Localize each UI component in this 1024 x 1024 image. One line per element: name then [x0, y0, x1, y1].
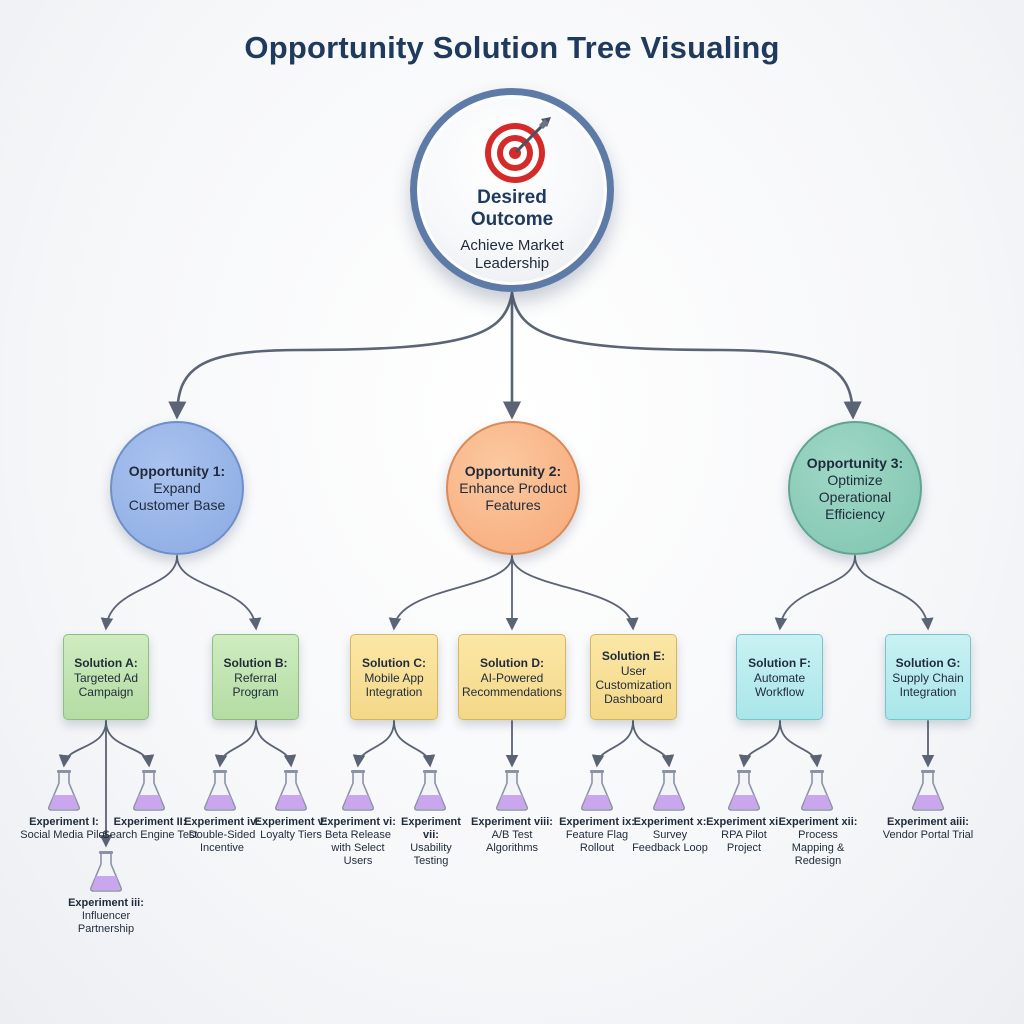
flask-icon [801, 770, 833, 811]
flask-icon [90, 851, 122, 892]
experiment-title: Experiment viii: [471, 816, 553, 828]
flask-icon [342, 770, 374, 811]
target-icon [485, 117, 551, 183]
experiment-label: Experiment vii: Usability Testing [392, 816, 470, 868]
opportunity-title: Opportunity 3: [806, 454, 904, 471]
solution-text: Supply Chain Integration [892, 670, 964, 699]
experiment-label: Experiment vi: Beta Release with Select … [318, 816, 398, 868]
experiment-label: Experiment v: Loyalty Tiers [250, 816, 332, 842]
solution-e-box: Solution E: User Customization Dashboard [590, 634, 677, 720]
experiment-text: Feature Flag Rollout [565, 829, 629, 854]
experiment-label: Experiment iv: Double-Sided Incentive [170, 816, 274, 855]
experiment-text: Vendor Portal Trial [882, 829, 974, 841]
experiment-label: Experiment I: Social Media Pilot [14, 816, 114, 842]
experiment-title: Experiment x: [633, 816, 707, 828]
flask-icon [581, 770, 613, 811]
solution-g-box: Solution G: Supply Chain Integration [885, 634, 971, 720]
solution-title: Solution D: [480, 655, 544, 670]
solution-c-box: Solution C: Mobile App Integration [350, 634, 438, 720]
opportunity-text: Optimize Operational Efficiency [818, 471, 892, 522]
experiment-title: Experiment iv: [184, 816, 260, 828]
opportunity-text: Enhance Product Features [459, 480, 567, 513]
experiment-title: Experiment vii: [401, 816, 461, 841]
root-subtitle-line1: Achieve Market [460, 237, 564, 254]
experiment-text: Double-Sided Incentive [188, 829, 256, 854]
flask-icon [728, 770, 760, 811]
experiment-text: Search Engine Test [102, 829, 198, 841]
experiment-text: Process Mapping & Redesign [791, 829, 845, 867]
experiment-label: Experiment xii: Process Mapping & Redesi… [776, 816, 860, 868]
experiment-label: Experiment II: Search Engine Test [100, 816, 200, 842]
experiment-label: Experiment viii: A/B Test Algorithms [468, 816, 556, 855]
solution-text: Targeted Ad Campaign [73, 670, 139, 699]
page-title: Opportunity Solution Tree Visualing [244, 30, 780, 65]
flask-icon [414, 770, 446, 811]
desired-outcome-node: Desired Outcome Achieve Market Leadershi… [410, 88, 614, 292]
flask-icon [496, 770, 528, 811]
solution-text: AI-Powered Recommendations [461, 670, 563, 699]
experiment-title: Experiment I: [29, 816, 99, 828]
root-subtitle-line2: Leadership [474, 255, 550, 272]
experiment-text: A/B Test Algorithms [486, 829, 538, 854]
flask-icon [275, 770, 307, 811]
solution-text: Referral Program [232, 670, 279, 699]
experiment-title: Experiment iii: [68, 897, 144, 909]
experiment-text: Influencer Partnership [77, 910, 135, 935]
solution-title: Solution B: [223, 655, 288, 670]
experiment-title: Experiment aiii: [887, 816, 969, 828]
experiment-label: Experiment iii: Influencer Partnership [56, 897, 156, 936]
solution-d-box: Solution D: AI-Powered Recommendations [458, 634, 566, 720]
opportunity-2-node: Opportunity 2: Enhance Product Features [446, 421, 580, 555]
opportunity-title: Opportunity 1: [128, 463, 226, 479]
experiment-title: Experiment xi: [706, 816, 782, 828]
experiment-title: Experiment v: [254, 816, 328, 828]
opportunity-3-node: Opportunity 3: Optimize Operational Effi… [788, 421, 922, 555]
experiment-text: Social Media Pilot [20, 829, 108, 841]
solution-f-box: Solution F: Automate Workflow [736, 634, 823, 720]
flask-icon [133, 770, 165, 811]
experiment-text: RPA Pilot Project [721, 829, 767, 854]
connector-root-opp3 [510, 291, 862, 420]
flask-icon [912, 770, 944, 811]
experiment-text: Loyalty Tiers [260, 829, 322, 841]
solution-title: Solution G: [895, 655, 961, 670]
experiment-text: Usability Testing [410, 842, 452, 867]
solution-b-box: Solution B: Referral Program [212, 634, 299, 720]
experiment-label: Experiment x: Survey Feedback Loop [632, 816, 708, 855]
root-title-line1: Desired [477, 187, 547, 208]
experiment-title: Experiment ix: [559, 816, 635, 828]
solution-text: User Customization Dashboard [595, 663, 672, 706]
experiment-label: Experiment ix: Feature Flag Rollout [558, 816, 636, 855]
solution-title: Solution C: [362, 655, 426, 670]
connector-root-opp1 [168, 291, 514, 420]
experiment-text: Survey Feedback Loop [632, 829, 708, 854]
experiment-text: Beta Release with Select Users [324, 829, 392, 867]
experiment-title: Experiment xii: [778, 816, 858, 828]
flask-icon [653, 770, 685, 811]
experiment-label: Experiment xi: RPA Pilot Project [704, 816, 784, 855]
experiment-title: Experiment II: [113, 816, 187, 828]
root-title-line2: Outcome [470, 209, 554, 230]
solution-a-box: Solution A: Targeted Ad Campaign [63, 634, 149, 720]
opportunity-title: Opportunity 2: [464, 463, 562, 479]
solution-text: Automate Workflow [753, 670, 806, 699]
opportunity-1-node: Opportunity 1: Expand Customer Base [110, 421, 244, 555]
flask-icon [48, 770, 80, 811]
experiment-label: Experiment aiii: Vendor Portal Trial [882, 816, 974, 842]
solution-title: Solution A: [74, 655, 138, 670]
experiment-title: Experiment vi: [320, 816, 396, 828]
solution-text: Mobile App Integration [364, 670, 424, 699]
opportunity-text: Expand Customer Base [128, 480, 226, 513]
solution-title: Solution F: [748, 655, 811, 670]
solution-title: Solution E: [601, 648, 666, 663]
flask-icon [204, 770, 236, 811]
